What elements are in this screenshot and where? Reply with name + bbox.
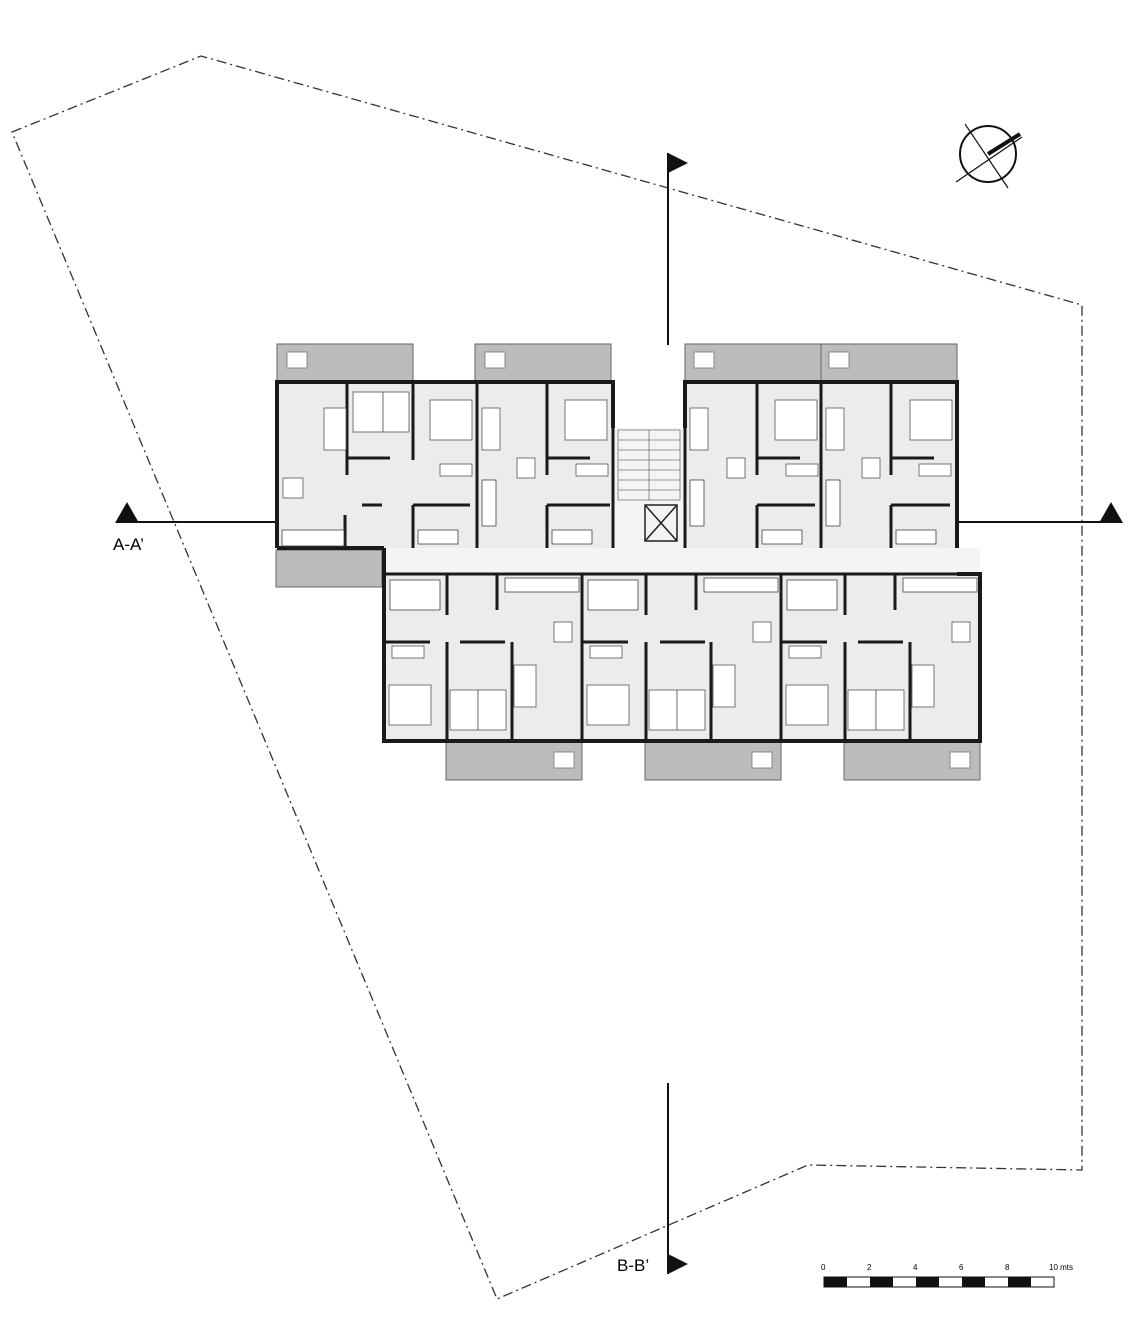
section-line-b bbox=[667, 153, 688, 1274]
scale-tick-label: 2 bbox=[867, 1263, 872, 1272]
scale-tick-label: 0 bbox=[821, 1263, 826, 1272]
balcony bbox=[445, 740, 583, 781]
scale-tick-label: 4 bbox=[913, 1263, 918, 1272]
elevator bbox=[644, 504, 678, 542]
building-footprint bbox=[275, 343, 982, 781]
site-boundary bbox=[11, 55, 1083, 1300]
scale-end-label: 10 mts bbox=[1049, 1263, 1074, 1272]
section-label-a: A-A’ bbox=[113, 535, 144, 554]
scale-tick-label: 8 bbox=[1005, 1263, 1010, 1272]
balcony bbox=[275, 549, 383, 588]
section-b-flag-bottom bbox=[668, 1254, 688, 1274]
scale-tick-label: 6 bbox=[959, 1263, 964, 1272]
section-b-flag-top bbox=[668, 153, 688, 173]
corridor bbox=[384, 548, 980, 574]
section-a-marker-right bbox=[1099, 502, 1123, 523]
section-a-marker-left bbox=[115, 502, 139, 523]
scale-bar bbox=[823, 1276, 1055, 1288]
north-arrow-icon bbox=[955, 123, 1023, 189]
section-label-b: B-B’ bbox=[617, 1256, 650, 1275]
